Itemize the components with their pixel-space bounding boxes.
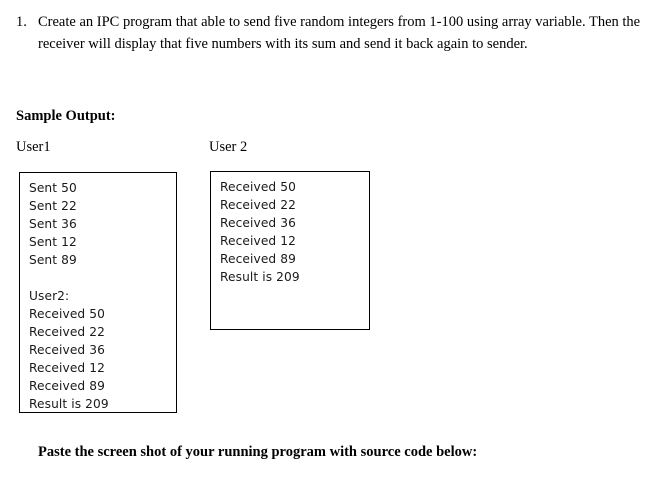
console-line: Received 89	[29, 379, 105, 393]
console-line-blank	[29, 269, 174, 287]
console-line: Received 50	[29, 307, 105, 321]
console-line: Sent 50	[29, 181, 77, 195]
console-line: Received 36	[29, 343, 105, 357]
user2-console-box: Received 50 Received 22 Received 36 Rece…	[210, 171, 370, 330]
console-line: Received 22	[29, 325, 105, 339]
user1-console-box: Sent 50 Sent 22 Sent 36 Sent 12 Sent 89 …	[19, 172, 177, 413]
question-item-1: 1. Create an IPC program that able to se…	[0, 11, 660, 55]
console-line: Received 12	[29, 361, 105, 375]
console-line: Received 36	[220, 216, 296, 230]
console-line: Sent 89	[29, 253, 77, 267]
console-line: Sent 36	[29, 217, 77, 231]
console-line: Sent 12	[29, 235, 77, 249]
console-line: Received 50	[220, 180, 296, 194]
user2-label: User 2	[209, 139, 248, 155]
user1-console-lines: Sent 50 Sent 22 Sent 36 Sent 12 Sent 89 …	[29, 179, 174, 412]
question-list: 1. Create an IPC program that able to se…	[0, 11, 660, 55]
console-line: Received 89	[220, 252, 296, 266]
console-line: Received 22	[220, 198, 296, 212]
console-line: User2:	[29, 289, 70, 303]
user1-label: User1	[16, 139, 51, 155]
console-line: Result is 209	[29, 397, 109, 411]
footer-instruction: Paste the screen shot of your running pr…	[38, 444, 478, 460]
list-marker: 1.	[16, 14, 27, 30]
console-line: Result is 209	[220, 270, 300, 284]
sample-output-heading: Sample Output:	[16, 108, 116, 124]
user2-console-lines: Received 50 Received 22 Received 36 Rece…	[220, 178, 367, 286]
console-line: Sent 22	[29, 199, 77, 213]
question-text: Create an IPC program that able to send …	[38, 14, 641, 52]
console-line: Received 12	[220, 234, 296, 248]
